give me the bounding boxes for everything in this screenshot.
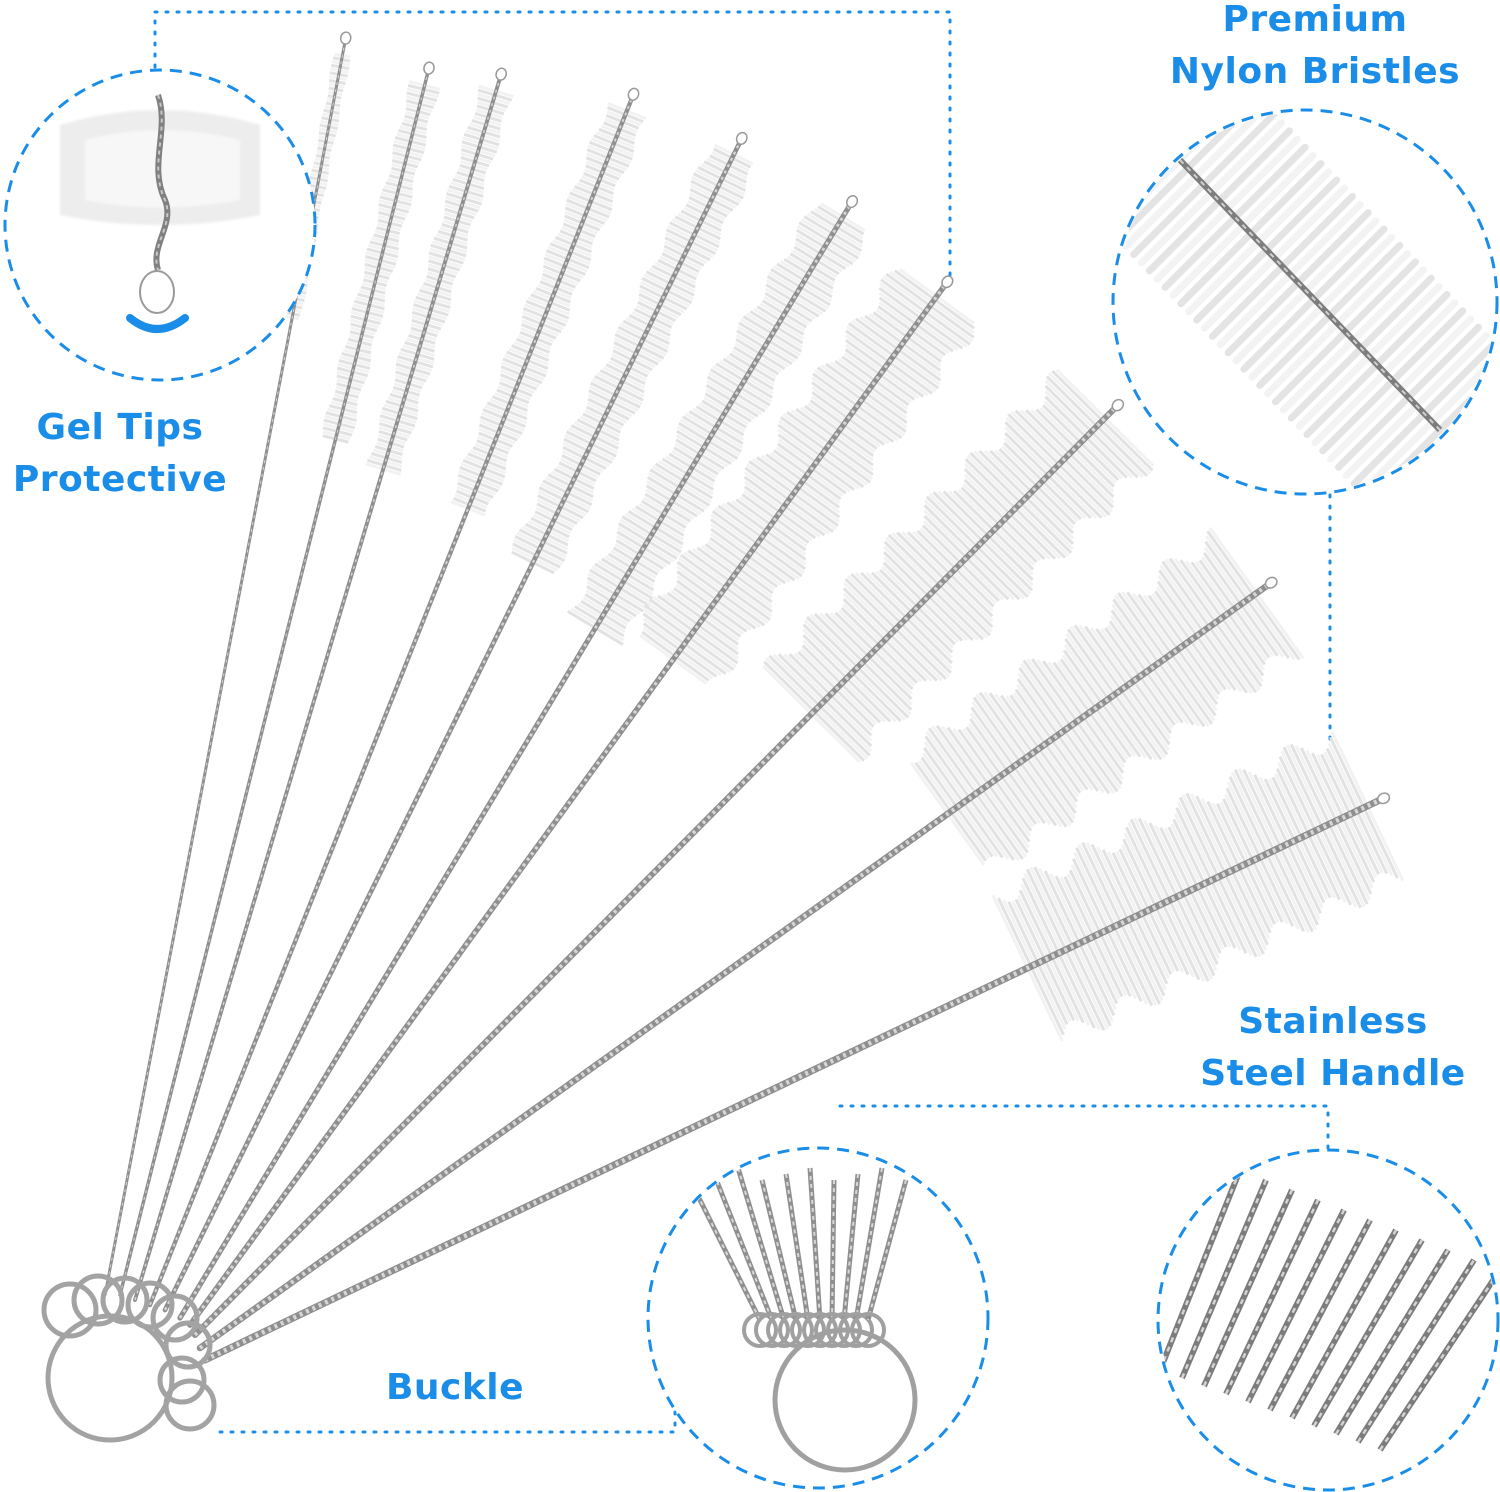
key-ring-small	[41, 1281, 99, 1339]
key-rings	[41, 1273, 217, 1443]
brush-5	[162, 131, 754, 1313]
brush-4	[147, 87, 647, 1308]
zoom-circle-gel-tip	[3, 68, 317, 382]
brush-2	[118, 61, 441, 1297]
callout-nylon-bristles: Premium Nylon Bristles	[1150, 0, 1480, 98]
brush-7	[187, 268, 976, 1328]
callout-buckle: Buckle	[370, 1362, 540, 1414]
key-ring-small	[100, 1275, 150, 1325]
brush-3	[133, 67, 514, 1302]
callout-steel-handle-line2: Steel Handle	[1200, 1053, 1466, 1094]
zoom-circle-buckle	[646, 1146, 990, 1490]
brush-6	[177, 195, 866, 1321]
callout-gel-tips-line2: Protective	[12, 459, 228, 500]
leader-steel-handle	[838, 1104, 1330, 1152]
brush-set	[103, 31, 1405, 1364]
key-ring-large	[45, 1313, 175, 1443]
brush-10	[201, 730, 1405, 1364]
callout-buckle-line1: Buckle	[385, 1367, 525, 1408]
key-ring-small	[125, 1280, 175, 1330]
zoom-circle-steel-handle	[1156, 1148, 1500, 1492]
callout-gel-tips: Gel Tips Protective	[0, 402, 240, 506]
callout-nylon-bristles-line1: Premium	[1222, 0, 1408, 40]
leader-lines	[153, 10, 1332, 1434]
leader-buckle	[218, 1398, 677, 1434]
brush-9	[196, 526, 1305, 1352]
callout-gel-tips-line1: Gel Tips	[36, 407, 204, 448]
callout-nylon-bristles-line2: Nylon Bristles	[1169, 51, 1461, 92]
key-ring-small	[157, 1355, 207, 1405]
key-ring-small	[71, 1273, 125, 1327]
zoom-circle-nylon-bristles	[1111, 108, 1499, 496]
callout-steel-handle-line1: Stainless	[1238, 1001, 1428, 1042]
brush-8	[191, 368, 1155, 1339]
key-ring-small	[150, 1293, 200, 1343]
callout-steel-handle: Stainless Steel Handle	[1178, 996, 1488, 1100]
key-ring-small	[163, 1320, 213, 1370]
leader-gel-tips	[153, 10, 952, 277]
